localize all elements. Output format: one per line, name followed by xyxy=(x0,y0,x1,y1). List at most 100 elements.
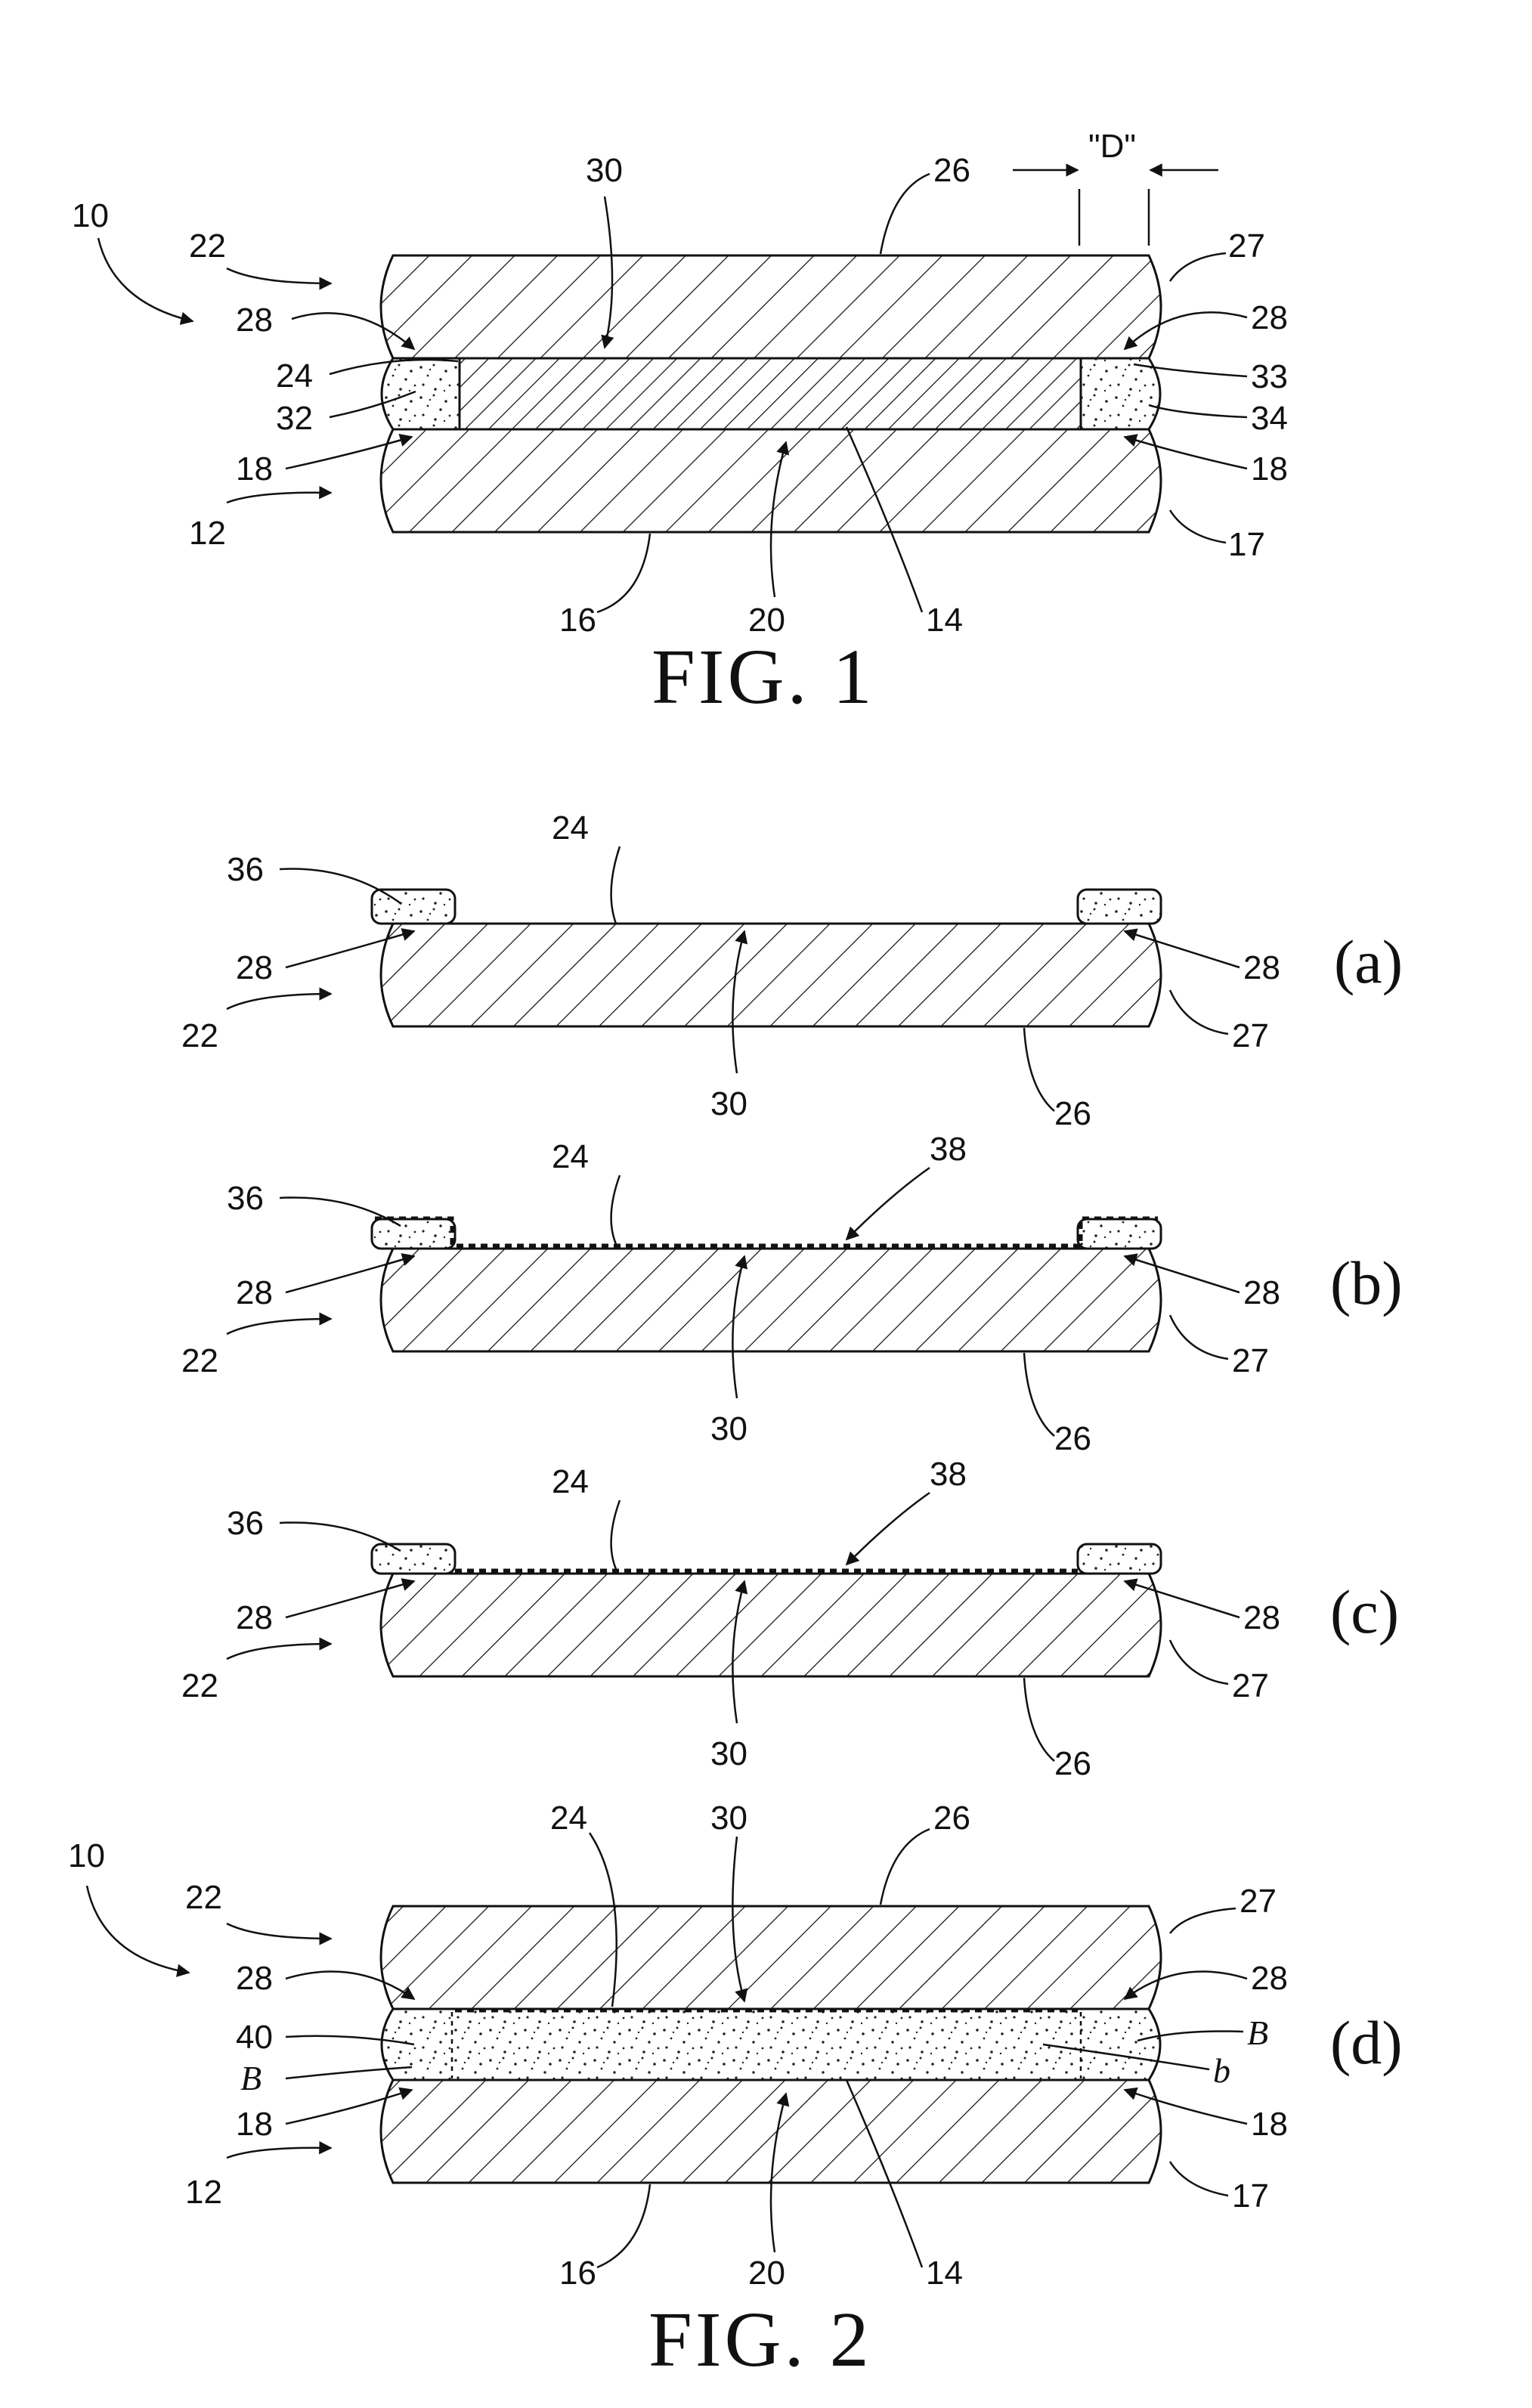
leader-24 xyxy=(611,1500,620,1569)
leader-16 xyxy=(597,534,650,612)
leader-27 xyxy=(1170,1908,1236,1933)
leader-27 xyxy=(1170,1315,1228,1359)
ref-40: 40 xyxy=(236,2019,273,2056)
panel-tag-a: (a) xyxy=(1334,927,1403,996)
leader-26 xyxy=(1024,1028,1054,1111)
leader-27 xyxy=(1170,990,1228,1034)
ref-28-left: 28 xyxy=(236,1960,273,1997)
ref-33: 33 xyxy=(1251,358,1288,395)
leader-22 xyxy=(227,268,331,283)
leader-22 xyxy=(227,994,331,1009)
ref-30: 30 xyxy=(710,1735,747,1772)
leader-26 xyxy=(1024,1353,1054,1436)
ref-17: 17 xyxy=(1232,2177,1269,2215)
ref-32: 32 xyxy=(276,400,313,437)
leader-24 xyxy=(611,847,620,924)
leader-17 xyxy=(1170,510,1226,543)
ref-28-right: 28 xyxy=(1243,949,1280,986)
ref-27: 27 xyxy=(1228,227,1265,265)
ref-28-right: 28 xyxy=(1243,1599,1280,1636)
ref-12: 12 xyxy=(189,515,226,552)
ref-27: 27 xyxy=(1240,1883,1277,1920)
figure-1: "D" 10 22 28 24 32 18 12 30 26 27 28 33 … xyxy=(72,128,1288,720)
leader-16 xyxy=(597,2184,650,2267)
ref-30: 30 xyxy=(710,1410,747,1447)
mask-36-left xyxy=(372,890,455,924)
ref-30: 30 xyxy=(586,152,623,189)
ref-20: 20 xyxy=(748,2255,785,2292)
ref-38: 38 xyxy=(930,1456,967,1493)
top-component-22 xyxy=(381,255,1161,358)
ref-18-left: 18 xyxy=(236,2106,273,2143)
ref-24: 24 xyxy=(552,1138,589,1175)
ref-16: 16 xyxy=(559,2255,596,2292)
ref-B-right: B xyxy=(1247,2013,1268,2052)
leader-22 xyxy=(227,1319,331,1334)
mask-36-left xyxy=(372,1544,455,1574)
ref-27: 27 xyxy=(1232,1667,1269,1704)
ref-30: 30 xyxy=(710,1800,747,1837)
ref-26: 26 xyxy=(933,1800,970,1837)
leader-12 xyxy=(227,493,331,503)
ref-36: 36 xyxy=(227,1505,264,1542)
ref-22: 22 xyxy=(181,1342,218,1379)
ref-10: 10 xyxy=(72,197,109,234)
ref-24: 24 xyxy=(552,1463,589,1500)
ref-26: 26 xyxy=(933,152,970,189)
ref-17: 17 xyxy=(1228,526,1265,563)
ref-24: 24 xyxy=(552,809,589,847)
panel-tag-b: (b) xyxy=(1330,1249,1403,1317)
ref-36: 36 xyxy=(227,1180,264,1217)
ref-24: 24 xyxy=(276,357,313,395)
ref-26: 26 xyxy=(1054,1420,1091,1457)
coating-38 xyxy=(375,1218,1158,1246)
component-22 xyxy=(381,1249,1161,1351)
ref-14: 14 xyxy=(926,2255,963,2292)
component-22 xyxy=(381,924,1161,1026)
figure-2-panel-b: 36 24 38 28 22 30 26 28 27 (b) xyxy=(181,1131,1403,1457)
edge-seal-right-34 xyxy=(1081,358,1160,429)
ref-28-right: 28 xyxy=(1243,1274,1280,1311)
ref-36: 36 xyxy=(227,851,264,888)
edge-seal-left-32 xyxy=(382,358,460,429)
ref-26: 26 xyxy=(1054,1745,1091,1782)
ref-B-left: B xyxy=(240,2059,262,2097)
ref-22: 22 xyxy=(181,1667,218,1704)
mask-36-right xyxy=(1078,890,1161,924)
figure-1-title: FIG. 1 xyxy=(651,633,875,720)
leader-27 xyxy=(1170,1640,1228,1684)
leader-26 xyxy=(1024,1678,1054,1761)
panel-tag-c: (c) xyxy=(1330,1577,1399,1646)
leader-22 xyxy=(227,1644,331,1659)
ref-22: 22 xyxy=(181,1017,218,1054)
figure-2-title: FIG. 2 xyxy=(648,2296,872,2383)
panel-tag-d: (d) xyxy=(1330,2008,1403,2077)
bottom-component-12 xyxy=(381,2080,1161,2183)
leader-26 xyxy=(881,1829,930,1905)
leader-38 xyxy=(846,1168,930,1240)
ref-38: 38 xyxy=(930,1131,967,1168)
leader-38 xyxy=(846,1493,930,1565)
figure-2-panel-c: 36 24 38 28 22 30 26 28 27 (c) xyxy=(181,1456,1399,1782)
ref-28-right: 28 xyxy=(1251,1960,1288,1997)
leader-12 xyxy=(227,2148,331,2158)
ref-27: 27 xyxy=(1232,1342,1269,1379)
ref-14: 14 xyxy=(926,602,963,639)
leader-10 xyxy=(98,238,193,321)
ref-27: 27 xyxy=(1232,1017,1269,1054)
ref-b: b xyxy=(1213,2051,1230,2090)
ref-16: 16 xyxy=(559,602,596,639)
mask-36-right xyxy=(1078,1544,1161,1574)
ref-26: 26 xyxy=(1054,1095,1091,1132)
ref-18-right: 18 xyxy=(1251,2106,1288,2143)
mask-36-left xyxy=(372,1219,455,1249)
leader-24 xyxy=(611,1175,620,1244)
figure-2-panel-a: 36 24 28 22 30 26 28 27 (a) xyxy=(181,809,1403,1132)
bond-layer-30 xyxy=(460,358,1081,429)
dimension-label-D: "D" xyxy=(1088,128,1136,165)
leader-26 xyxy=(881,174,930,254)
ref-12: 12 xyxy=(185,2174,222,2211)
ref-28-left: 28 xyxy=(236,949,273,986)
ref-28-right: 28 xyxy=(1251,299,1288,336)
